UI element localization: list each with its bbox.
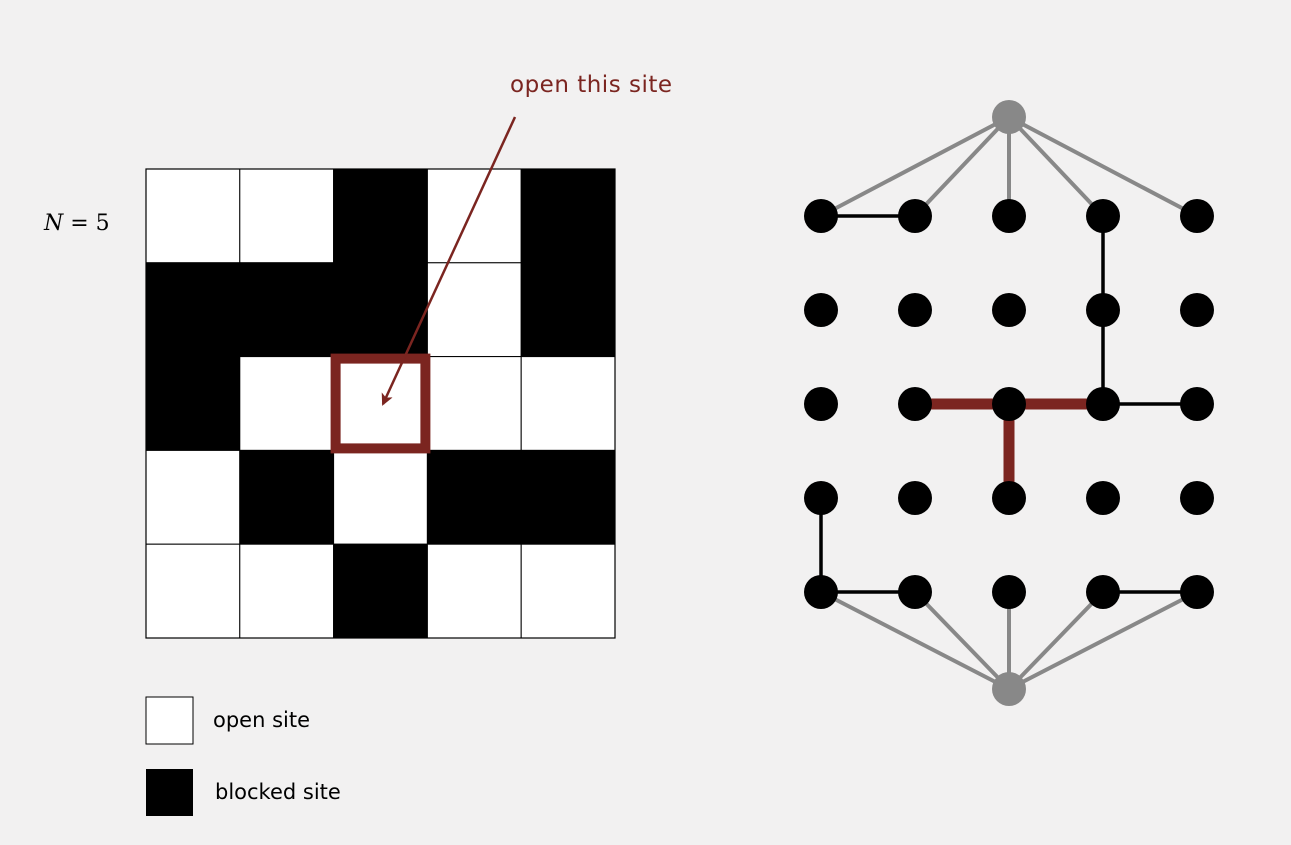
grid-size-value: = 5 (63, 211, 109, 236)
grid-cell-blocked (520, 168, 616, 264)
grid-cell-blocked (426, 449, 522, 545)
site-node (804, 387, 838, 421)
grid-cell-open (426, 356, 522, 451)
grid-cell-open (520, 356, 616, 451)
virtual-top-edge (913, 115, 1011, 218)
legend-blocked-label: blocked site (215, 780, 341, 804)
site-node (1086, 575, 1120, 609)
virtual-bottom-edge (913, 590, 1011, 691)
grid-cell-blocked (520, 262, 616, 358)
grid-cell-open (145, 449, 241, 545)
grid-cell-open (520, 543, 616, 639)
site-node (1086, 481, 1120, 515)
highlighted-cell (330, 353, 431, 454)
site-node (898, 481, 932, 515)
grid-cell-open (239, 168, 335, 264)
grid-size-label: N = 5 (43, 211, 110, 236)
grid-cell-open (426, 262, 522, 358)
site-node (1086, 199, 1120, 233)
site-node (898, 575, 932, 609)
site-node (1180, 481, 1214, 515)
site-node (804, 575, 838, 609)
callout-text: open this site (510, 72, 673, 98)
site-node (992, 293, 1026, 327)
grid-cell-open (426, 543, 522, 639)
site-node (804, 199, 838, 233)
grid-cell-blocked (333, 168, 428, 264)
site-node (1180, 293, 1214, 327)
virtual-top-node (992, 100, 1026, 134)
site-nodes (804, 100, 1214, 706)
grid-border (145, 168, 616, 639)
grid-cell-open (333, 449, 428, 545)
grid-cell-open (239, 543, 335, 639)
virtual-top-edge (1008, 115, 1198, 218)
site-node (1086, 293, 1120, 327)
grid-cell-blocked (333, 543, 428, 639)
grid-cell-blocked (145, 262, 241, 358)
legend-open-swatch (145, 696, 194, 745)
virtual-bottom-edge (1007, 590, 1105, 691)
site-node (1086, 387, 1120, 421)
grid-cell-blocked (333, 262, 428, 358)
site-node (898, 293, 932, 327)
site-node (1180, 575, 1214, 609)
grid-cell-blocked (145, 356, 241, 451)
grid-cell-open (333, 356, 428, 451)
virtual-bottom-node (992, 672, 1026, 706)
virtual-bottom-edge (1008, 590, 1198, 691)
site-node (1180, 199, 1214, 233)
site-node (992, 481, 1026, 515)
site-node (804, 481, 838, 515)
grid-cell-open (145, 543, 241, 639)
grid-cell-blocked (239, 449, 335, 545)
site-node (1180, 387, 1214, 421)
grid-size-variable: N (43, 211, 64, 236)
site-node (992, 199, 1026, 233)
grid-cell-open (239, 356, 335, 451)
site-node (898, 387, 932, 421)
legend-blocked-swatch (146, 769, 193, 816)
site-node (992, 387, 1026, 421)
virtual-top-edge (820, 115, 1010, 218)
callout-arrow (381, 116, 517, 406)
grid-cell-blocked (520, 449, 616, 545)
grid-cell-open (426, 168, 522, 264)
grid-cell-blocked (239, 262, 335, 358)
grid-cell-open (145, 168, 241, 264)
site-node (804, 293, 838, 327)
site-grid (145, 168, 616, 639)
site-node (898, 199, 932, 233)
site-node (992, 575, 1026, 609)
virtual-top-edge (1007, 115, 1105, 218)
legend-open-label: open site (213, 708, 310, 732)
virtual-bottom-edge (820, 590, 1010, 691)
